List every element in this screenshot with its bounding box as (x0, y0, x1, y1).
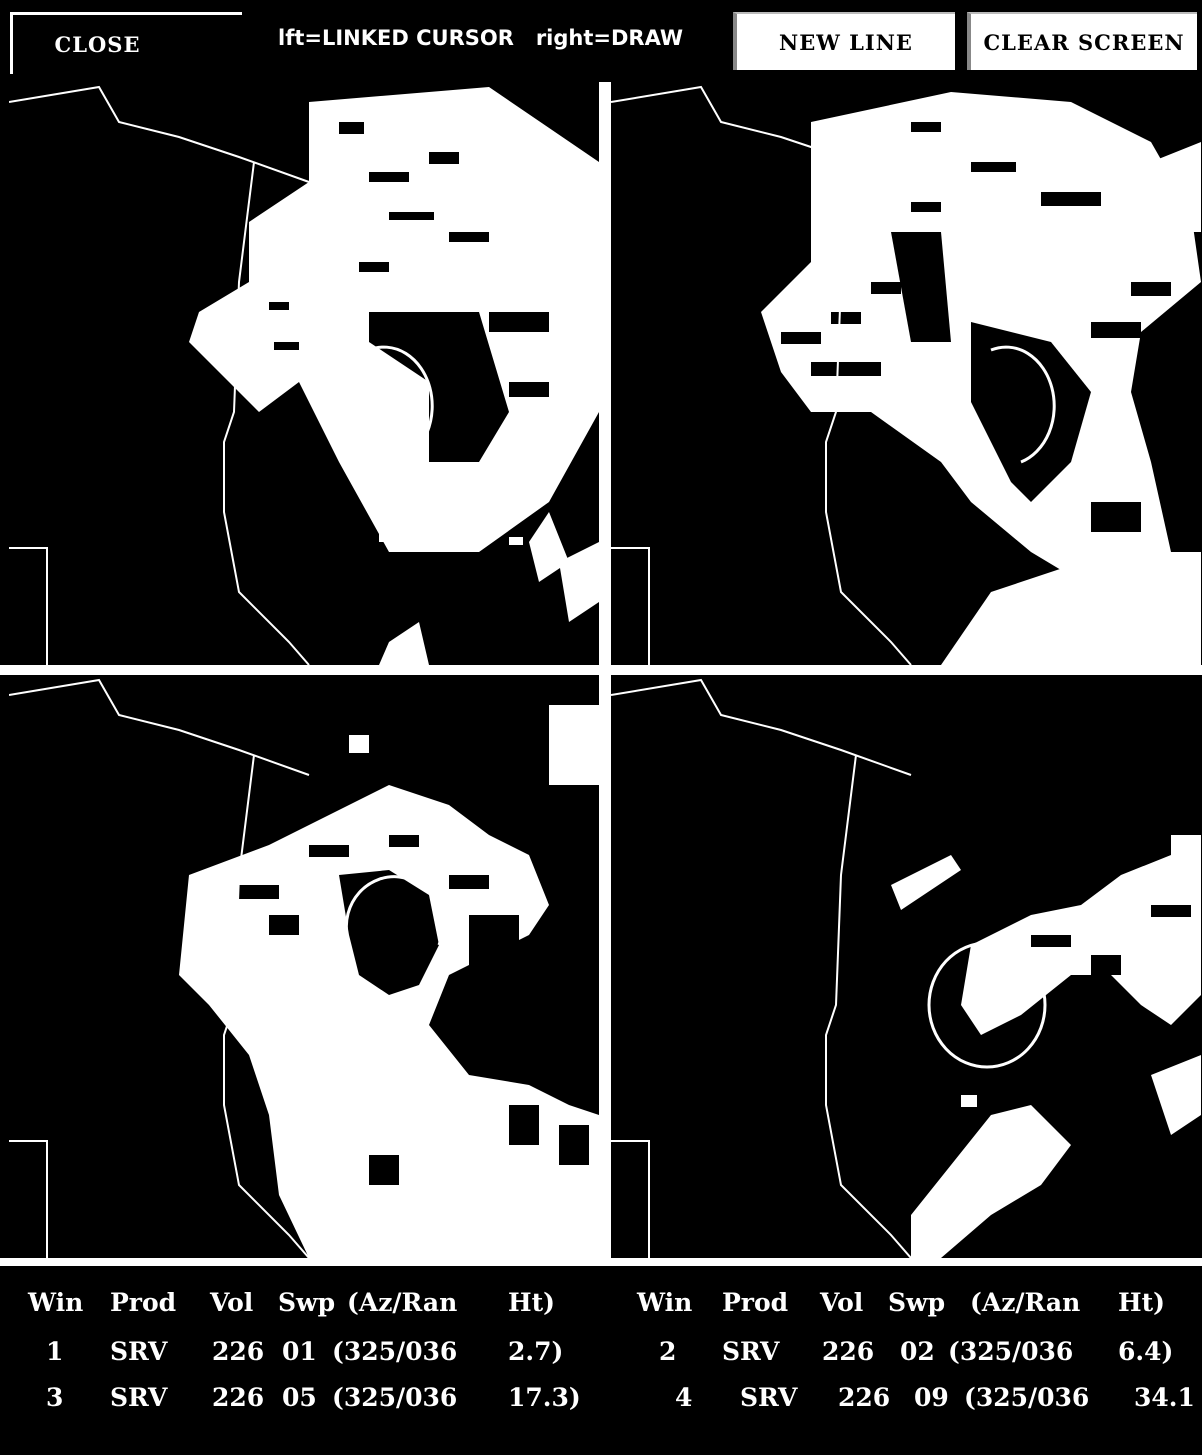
radar-image-2 (611, 85, 1201, 665)
row2-win: 2 (659, 1337, 677, 1366)
close-button[interactable]: CLOSE (10, 12, 242, 74)
header-win: Win (637, 1288, 693, 1317)
row1-ht: 2.7) (508, 1337, 564, 1366)
header-swp: Swp (278, 1288, 336, 1317)
row2-ht: 6.4) (1118, 1337, 1174, 1366)
radar-image-1 (9, 85, 599, 665)
row3-win: 3 (46, 1383, 64, 1412)
radar-image-4 (611, 678, 1201, 1258)
header-azran: (Az/Ran (970, 1288, 1081, 1317)
radar-window-2[interactable] (611, 82, 1201, 665)
header-prod: Prod (110, 1288, 177, 1317)
row3-swp: 05 (282, 1383, 317, 1412)
info-divider (0, 1258, 1202, 1266)
row1-swp: 01 (282, 1337, 317, 1366)
clear-screen-button[interactable]: CLEAR SCREEN (967, 12, 1197, 70)
row4-vol: 226 (838, 1383, 891, 1412)
window-divider-vertical (599, 82, 611, 1258)
row3-ht: 17.3) (508, 1383, 581, 1412)
row1-win: 1 (46, 1337, 64, 1366)
row4-prod: SRV (740, 1383, 798, 1412)
header-vol: Vol (210, 1288, 254, 1317)
header-vol: Vol (820, 1288, 864, 1317)
header-azran: (Az/Ran (347, 1288, 458, 1317)
row2-prod: SRV (722, 1337, 780, 1366)
header-prod: Prod (722, 1288, 789, 1317)
radar-window-3[interactable] (9, 675, 599, 1258)
row4-win: 4 (675, 1383, 693, 1412)
toolbar: CLOSE lft=LINKED CURSOR right=DRAW NEW L… (0, 0, 1202, 80)
row2-swp: 02 (900, 1337, 935, 1366)
header-ht: Ht) (1118, 1288, 1165, 1317)
row3-azran: (325/036 (332, 1383, 458, 1412)
mouse-hint-text: lft=LINKED CURSOR right=DRAW (278, 26, 684, 50)
radar-image-3 (9, 678, 599, 1258)
new-line-button-label: NEW LINE (779, 29, 913, 55)
radar-window-4[interactable] (611, 675, 1201, 1258)
row4-swp: 09 (914, 1383, 949, 1412)
row3-vol: 226 (212, 1383, 265, 1412)
row3-prod: SRV (110, 1383, 168, 1412)
new-line-button[interactable]: NEW LINE (733, 12, 955, 70)
row2-vol: 226 (822, 1337, 875, 1366)
clear-screen-button-label: CLEAR SCREEN (983, 29, 1185, 55)
header-win: Win (28, 1288, 84, 1317)
close-button-label: CLOSE (54, 32, 141, 57)
header-swp: Swp (888, 1288, 946, 1317)
window-info-table: Win Prod Vol Swp (Az/Ran Ht) Win Prod Vo… (0, 1266, 1202, 1455)
row2-azran: (325/036 (948, 1337, 1074, 1366)
row4-ht: 34.1 (1134, 1383, 1195, 1412)
row1-prod: SRV (110, 1337, 168, 1366)
row4-azran: (325/036 (964, 1383, 1090, 1412)
radar-window-1[interactable] (9, 82, 599, 665)
row1-azran: (325/036 (332, 1337, 458, 1366)
header-ht: Ht) (508, 1288, 555, 1317)
row1-vol: 226 (212, 1337, 265, 1366)
